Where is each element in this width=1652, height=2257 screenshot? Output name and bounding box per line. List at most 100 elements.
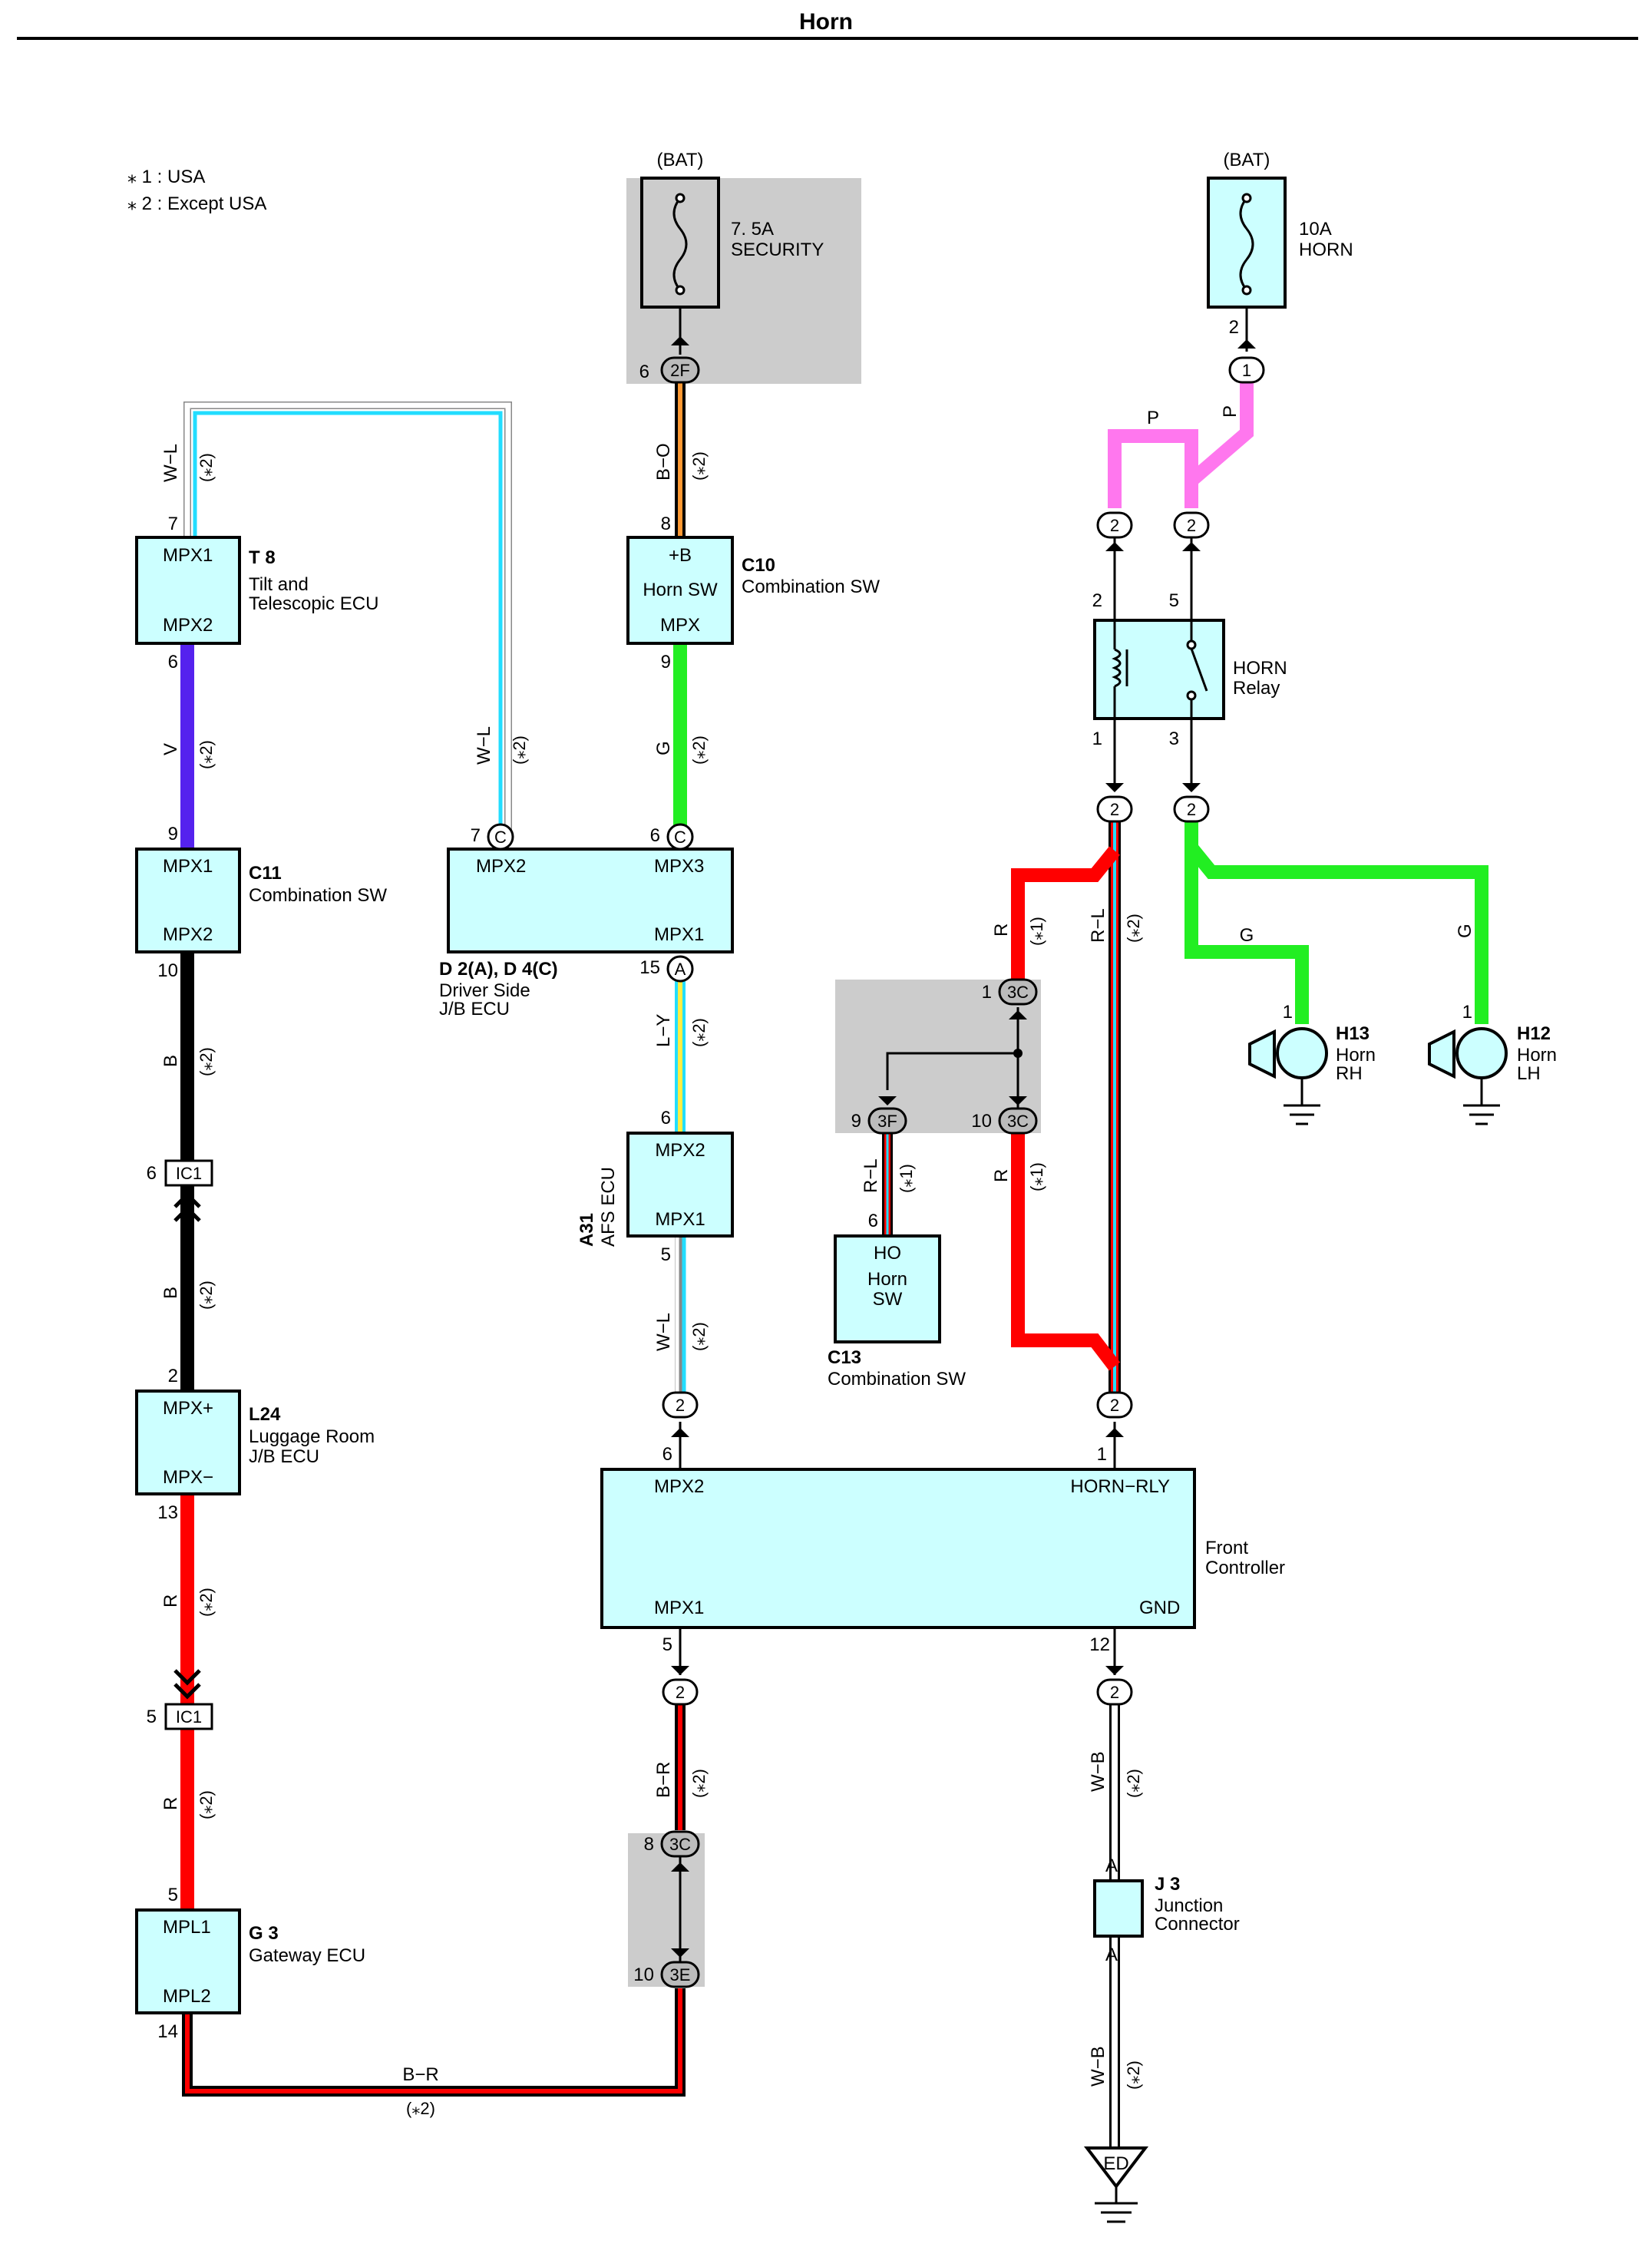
- c10-pin-b: +B: [669, 545, 692, 566]
- arrow-3c-8: [671, 1862, 689, 1872]
- note-r-3c: (⁎1): [1027, 1162, 1046, 1191]
- note-except-usa: ⁎ 2 : Except USA: [127, 193, 266, 214]
- label-rl-3f: R−L: [861, 1158, 881, 1193]
- arrow-3c-10: [1009, 1096, 1027, 1105]
- label-g-horn-lh: G: [1455, 924, 1475, 938]
- d2-name-2: J/B ECU: [439, 999, 510, 1019]
- pin-front-1: 1: [1097, 1444, 1107, 1465]
- ground-ed-label: ED: [1103, 2153, 1128, 2174]
- note-wl-t8: (⁎2): [197, 453, 216, 482]
- arrow-front-mpx2: [671, 1428, 689, 1437]
- d2-pin-mpx3: MPX3: [654, 856, 704, 877]
- pin-front-12: 12: [1089, 1634, 1110, 1655]
- wire-p-loop: [1108, 429, 1198, 508]
- j3-name-1: Junction: [1155, 1895, 1223, 1916]
- fuse-security-name: SECURITY: [731, 240, 824, 260]
- front-pin-mpx1: MPX1: [654, 1598, 704, 1618]
- pin-c11-9: 9: [168, 824, 178, 844]
- front-name-1: Front: [1205, 1538, 1248, 1558]
- pin-2f-6: 6: [639, 362, 649, 382]
- pin-d2-7: 7: [471, 825, 481, 846]
- j3-name-2: Connector: [1155, 1914, 1240, 1935]
- connector-3c-1-label: 3C: [1007, 983, 1029, 1002]
- l24-luggage-ecu: [135, 1390, 241, 1495]
- horn-rh-id: H13: [1336, 1023, 1370, 1044]
- d2-id: D 2(A), D 4(C): [439, 959, 558, 980]
- wire-wl-a31-front: [675, 1236, 686, 1393]
- connector-ic1-lower: [164, 1703, 213, 1730]
- note-b-c11: (⁎2): [197, 1047, 216, 1076]
- arrow-horn-fuse: [1237, 339, 1256, 349]
- connector-front-mpx2-label: 2: [676, 1396, 685, 1415]
- fuse-horn-bottom-dot: [1241, 285, 1252, 296]
- pin-horn-fuse-2: 2: [1229, 317, 1239, 338]
- pin-front-6: 6: [662, 1444, 672, 1465]
- fuse-horn-name: HORN: [1299, 240, 1353, 260]
- l24-name-1: Luggage Room: [249, 1426, 375, 1447]
- c13-combination-sw: [834, 1234, 941, 1343]
- shade-3c-junction-block: [835, 980, 1041, 1133]
- arrow-relay-in-b: [1182, 542, 1201, 551]
- relay-name-2: Relay: [1233, 678, 1280, 699]
- ic1-upper-arrow-icon: [173, 1191, 201, 1222]
- arrow-front-gnd: [1105, 1666, 1124, 1675]
- connector-ic1-upper-label: IC1: [176, 1164, 202, 1183]
- l24-id: L24: [249, 1404, 281, 1425]
- note-rl-3f: (⁎1): [897, 1164, 916, 1193]
- wire-3c-3f-internal: [886, 1052, 1018, 1090]
- connector-d2-a: [666, 955, 694, 983]
- connector-d2-c-left-label: C: [494, 828, 507, 847]
- label-ly: L−Y: [653, 1014, 674, 1047]
- t8-tilt-ecu: [135, 536, 241, 645]
- pin-d2-6: 6: [650, 825, 660, 846]
- arrow-3f-9: [878, 1096, 897, 1105]
- front-pin-gnd: GND: [1139, 1598, 1180, 1618]
- note-b-l24: (⁎2): [197, 1281, 216, 1310]
- c10-combination-sw: [626, 536, 734, 645]
- label-br-bottom: B−R: [402, 2064, 438, 2085]
- wire-br-g3-3e: [182, 1988, 686, 2097]
- front-name-2: Controller: [1205, 1558, 1285, 1578]
- c11-id: C11: [249, 863, 282, 884]
- a31-afs-ecu: [626, 1132, 734, 1238]
- pin-g3-5: 5: [168, 1885, 178, 1905]
- connector-3c-10-label: 3C: [1007, 1112, 1029, 1131]
- connector-arrows: [671, 336, 1256, 1958]
- fuse-horn-top-dot: [1241, 193, 1252, 203]
- pin-relay-3: 3: [1169, 729, 1179, 749]
- connector-front-mpx1: [662, 1678, 699, 1706]
- connector-relay-in-b: [1173, 511, 1210, 539]
- pin-relay-5: 5: [1169, 590, 1179, 611]
- fuse-security-bottom-dot: [675, 285, 686, 296]
- connector-front-horn-rly-label: 2: [1110, 1396, 1119, 1415]
- front-pin-mpx2: MPX2: [654, 1476, 704, 1497]
- arrow-3c-1: [1009, 1010, 1027, 1019]
- pin-c10-8: 8: [661, 514, 671, 534]
- note-rl-relay: (⁎2): [1124, 914, 1143, 943]
- connector-relay-out-a-label: 2: [1110, 800, 1119, 819]
- horn-lh-name-1: Horn: [1517, 1045, 1557, 1066]
- label-r-l24: R: [160, 1594, 181, 1608]
- l24-pin-mpx-plus: MPX+: [163, 1398, 213, 1419]
- horn-rh-name-1: Horn: [1336, 1045, 1376, 1066]
- front-controller: [600, 1468, 1196, 1629]
- wire-g-horn-lh: [1184, 821, 1488, 1024]
- connector-relay-out-a: [1096, 795, 1133, 823]
- pin-front-5: 5: [662, 1634, 672, 1655]
- connector-3c-10: [998, 1107, 1038, 1135]
- label-r-g3: R: [160, 1797, 181, 1810]
- pin-3c-10: 10: [971, 1111, 992, 1132]
- label-wl-t8: W−L: [160, 444, 181, 482]
- j3-id: J 3: [1155, 1874, 1180, 1895]
- pin-horn-rh-1: 1: [1283, 1002, 1293, 1023]
- note-bo: (⁎2): [689, 451, 709, 481]
- label-rl-relay: R−L: [1088, 908, 1108, 943]
- label-r-3c: R: [991, 1169, 1012, 1182]
- connector-d2-c-right-label: C: [674, 828, 686, 847]
- c13-pin-sw: SW: [873, 1289, 903, 1310]
- g3-pin-mpl1: MPL1: [163, 1917, 211, 1938]
- j3-pin-a-bottom: A: [1105, 1945, 1118, 1965]
- j3-junction-connector: [1093, 1879, 1144, 1938]
- connector-3c-8-label: 3C: [669, 1835, 691, 1854]
